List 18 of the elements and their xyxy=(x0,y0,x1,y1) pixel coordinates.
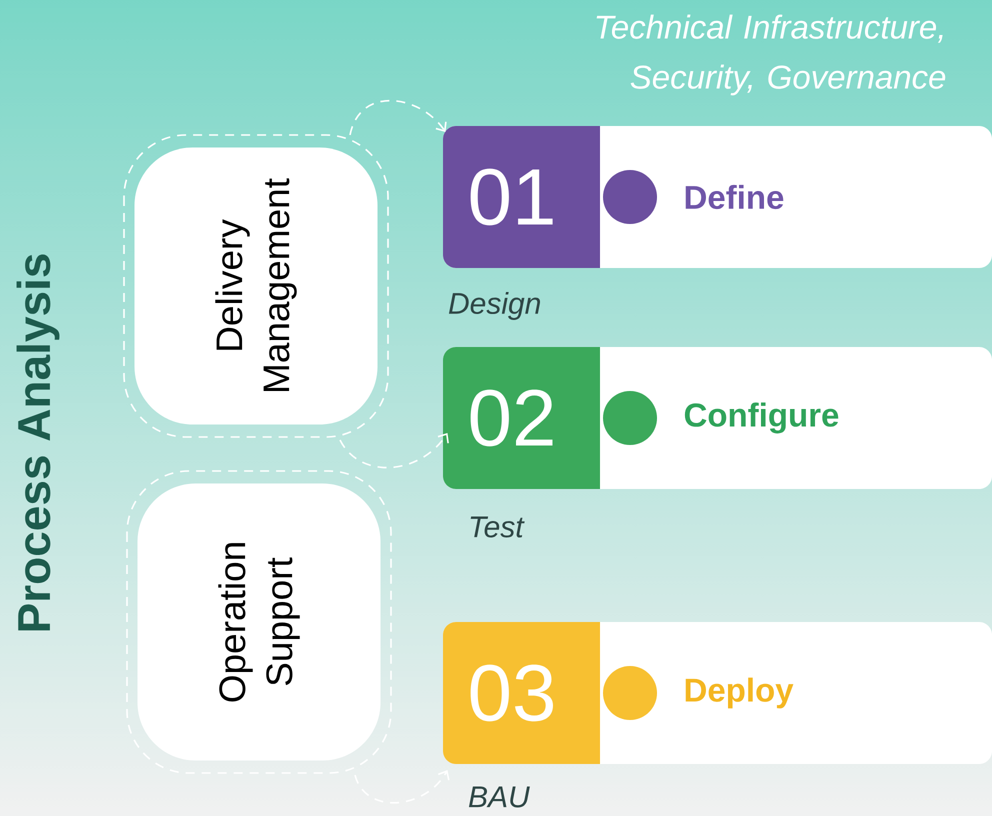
rounded-box: Operation Support xyxy=(126,470,392,774)
step-number: 03 xyxy=(470,664,553,722)
heading-note: Technical Infrastructure, Security, Governance xyxy=(596,14,946,96)
step-caption: BAU xyxy=(468,786,530,808)
arrow xyxy=(339,433,449,468)
step-card xyxy=(443,126,992,268)
step-card xyxy=(443,622,992,764)
step-label: Configure xyxy=(684,402,838,434)
step-card xyxy=(443,347,992,489)
step-label: Deploy xyxy=(686,678,794,708)
step-number: 02 xyxy=(470,390,552,446)
arrow xyxy=(349,100,447,136)
step-caption: Design xyxy=(448,292,540,320)
rounded-box: Delivery Management xyxy=(123,134,389,438)
step-caption: Test xyxy=(470,516,525,538)
step-label: Define xyxy=(686,184,784,210)
title: Process Analysis xyxy=(16,254,60,630)
step-number: 01 xyxy=(470,168,553,226)
